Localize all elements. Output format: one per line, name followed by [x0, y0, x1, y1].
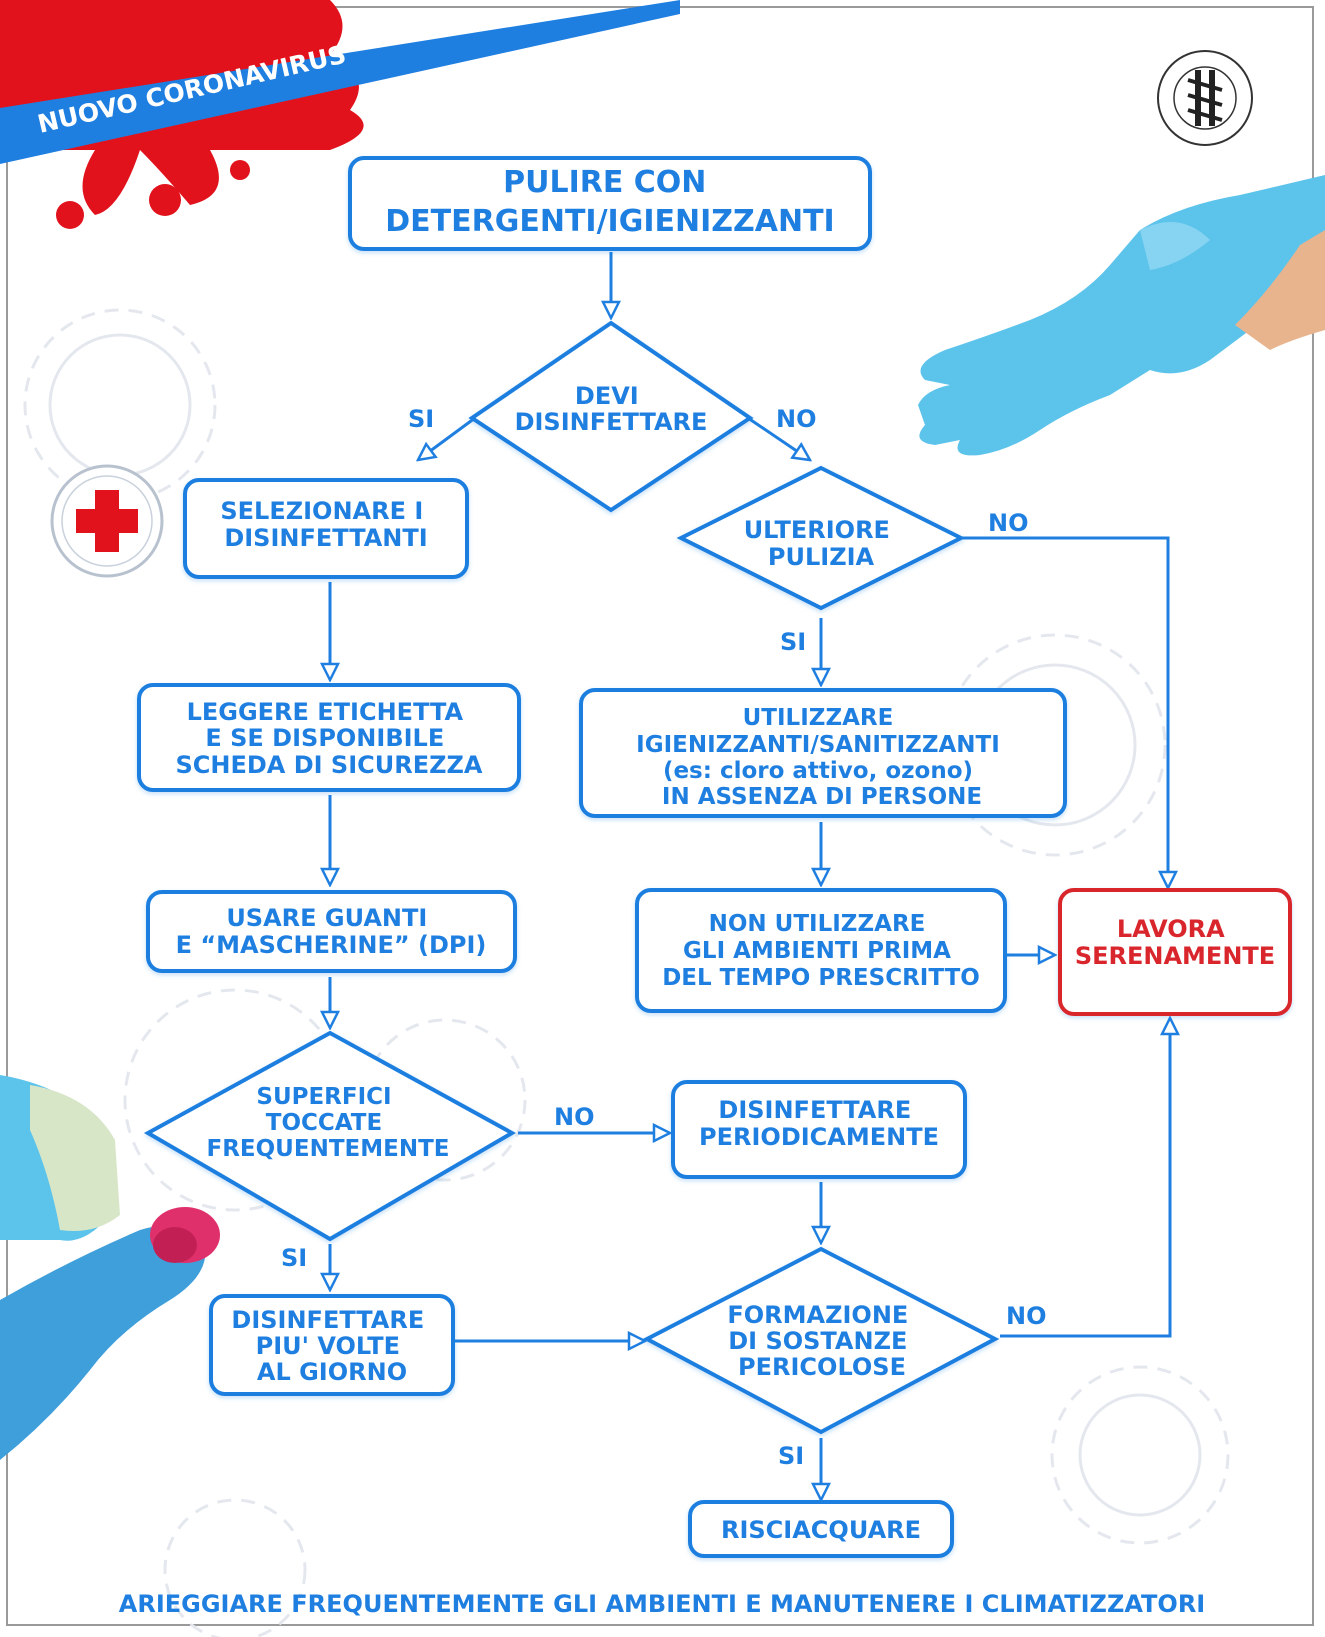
node-leggere-text: LEGGERE ETICHETTA E SE DISPONIBILE SCHED…	[175, 698, 482, 779]
node-utilizzare	[579, 688, 1067, 818]
edge-label-formazione-si: SI	[778, 1442, 804, 1470]
edge-label-ulteriore-si: SI	[780, 628, 806, 656]
node-pulire-text: PULIRE CON DETERGENTI/IGIENIZZANTI	[385, 165, 834, 239]
node-periodicamente	[671, 1080, 967, 1179]
node-ulteriore-text: ULTERIORE PULIZIA	[744, 516, 899, 571]
node-risciacquare	[688, 1500, 954, 1558]
node-pulire	[348, 156, 872, 251]
node-non-utilizzare-text: NON UTILIZZARE GLI AMBIENTI PRIMA DEL TE…	[662, 911, 980, 991]
edge-labels: SI NO NO SI NO SI NO SI	[281, 405, 1047, 1470]
edge-label-superfici-no: NO	[554, 1103, 595, 1131]
red-cross-logo	[50, 464, 164, 578]
banner-stripe	[0, 0, 680, 164]
edge-label-ulteriore-no: NO	[988, 509, 1029, 537]
iss-seal-logo	[1157, 50, 1253, 146]
node-superfici	[143, 1030, 517, 1242]
flow-nodes	[137, 156, 1292, 1558]
edge-label-superfici-si: SI	[281, 1244, 307, 1272]
gloved-hands-illustration	[918, 175, 1325, 456]
arrow-devi-no	[747, 416, 810, 460]
arrow-ulteriore-no	[962, 536, 1168, 888]
node-devi-text: DEVI DISINFETTARE	[515, 382, 708, 436]
arrow-formazione-no	[1000, 1018, 1170, 1338]
edge-label-formazione-no: NO	[1006, 1302, 1047, 1330]
node-selezionare-text: SELEZIONARE I DISINFETTANTI	[220, 497, 431, 552]
node-leggere	[137, 683, 521, 792]
node-formazione	[642, 1246, 1000, 1435]
node-lavora	[1058, 888, 1292, 1016]
node-utilizzare-text: UTILIZZARE IGIENIZZANTI/SANITIZZANTI (es…	[636, 705, 1008, 810]
node-ulteriore	[676, 465, 966, 611]
node-superfici-text: SUPERFICI TOCCATE FREQUENTEMENTE	[207, 1084, 450, 1162]
node-formazione-text: FORMAZIONE DI SOSTANZE PERICOLOSE	[727, 1301, 916, 1381]
nuovo-coronavirus-banner: NUOVO CORONAVIRUS	[0, 0, 680, 229]
edge-label-devi-si: SI	[408, 405, 434, 433]
node-usare	[146, 890, 517, 973]
node-non-utilizzare	[635, 888, 1007, 1013]
node-usare-text: USARE GUANTI E “MASCHERINE” (DPI)	[176, 904, 487, 959]
node-piu-volte-text: DISINFETTARE PIU' VOLTE AL GIORNO	[231, 1306, 432, 1386]
node-periodicamente-text: DISINFETTARE PERIODICAMENTE	[699, 1096, 939, 1151]
node-labels: PULIRE CON DETERGENTI/IGIENIZZANTI DEVI …	[175, 165, 1275, 1544]
node-risciacquare-text: RISCIACQUARE	[721, 1516, 921, 1544]
node-devi	[468, 320, 754, 513]
arrow-devi-si	[418, 416, 476, 460]
footer-text: ARIEGGIARE FREQUENTEMENTE GLI AMBIENTI E…	[119, 1590, 1205, 1618]
connectors	[330, 252, 1170, 1500]
node-piu-volte	[209, 1294, 455, 1396]
node-lavora-text: LAVORA SERENAMENTE	[1075, 915, 1275, 970]
edge-label-devi-no: NO	[776, 405, 817, 433]
spray-cleaning-illustration	[0, 1075, 220, 1460]
node-selezionare	[183, 478, 469, 579]
